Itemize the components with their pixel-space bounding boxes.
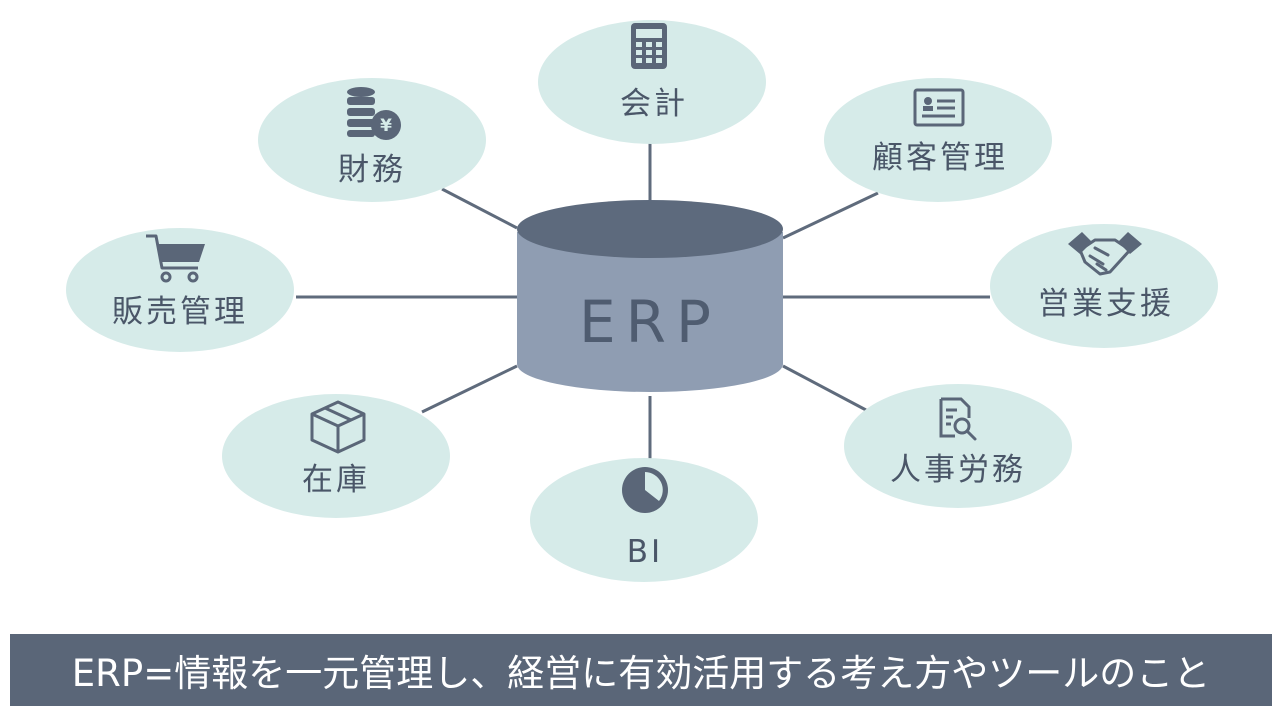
node-kaikei: 会計 [538, 20, 766, 144]
calculator-icon [631, 23, 667, 69]
node-label: BI [627, 534, 663, 570]
caption-text: ERP=情報を一元管理し、経営に有効活用する考え方やツールのこと [71, 652, 1211, 695]
node-bubble [530, 458, 758, 582]
node-label: 販売管理 [112, 294, 248, 330]
node-bubble [538, 20, 766, 144]
node-label: 会計 [620, 86, 688, 122]
connector-zaimu [441, 187, 518, 230]
node-zaimu: ¥ 財務 [258, 78, 486, 202]
node-kokyaku: 顧客管理 [824, 78, 1052, 202]
coins-yen-icon: ¥ [347, 87, 401, 140]
caption-bar: ERP=情報を一元管理し、経営に有効活用する考え方やツールのこと [10, 634, 1272, 706]
svg-text:¥: ¥ [380, 116, 392, 136]
node-bubble [824, 78, 1052, 202]
shopping-cart-icon [146, 234, 205, 283]
center-label: ERP [579, 288, 721, 356]
document-search-icon [939, 397, 977, 441]
connector-jinji [782, 364, 867, 412]
box-icon [310, 400, 366, 454]
node-label: 営業支援 [1038, 286, 1174, 322]
handshake-icon [1068, 232, 1142, 276]
database-top [517, 200, 783, 258]
node-bubble [222, 394, 450, 518]
node-label: 財務 [338, 152, 406, 188]
node-eigyo: 営業支援 [990, 224, 1218, 348]
node-label: 人事労務 [890, 452, 1026, 488]
connectors [296, 142, 990, 460]
node-label: 顧客管理 [872, 140, 1008, 176]
connector-kokyaku [782, 191, 879, 240]
node-bubble [66, 228, 294, 352]
node-hanbai: 販売管理 [66, 228, 294, 352]
node-bubble [844, 384, 1072, 508]
erp-database: ERP [517, 200, 783, 392]
node-label: 在庫 [302, 462, 370, 498]
node-zaiko: 在庫 [222, 394, 450, 518]
node-bubble [258, 78, 486, 202]
connector-zaiko [421, 364, 518, 414]
database-body [517, 232, 783, 392]
pie-chart-icon [622, 467, 668, 513]
id-card-icon [913, 88, 965, 127]
node-bi: BI [530, 458, 758, 582]
node-bubble [990, 224, 1218, 348]
node-jinji: 人事労務 [844, 384, 1072, 508]
